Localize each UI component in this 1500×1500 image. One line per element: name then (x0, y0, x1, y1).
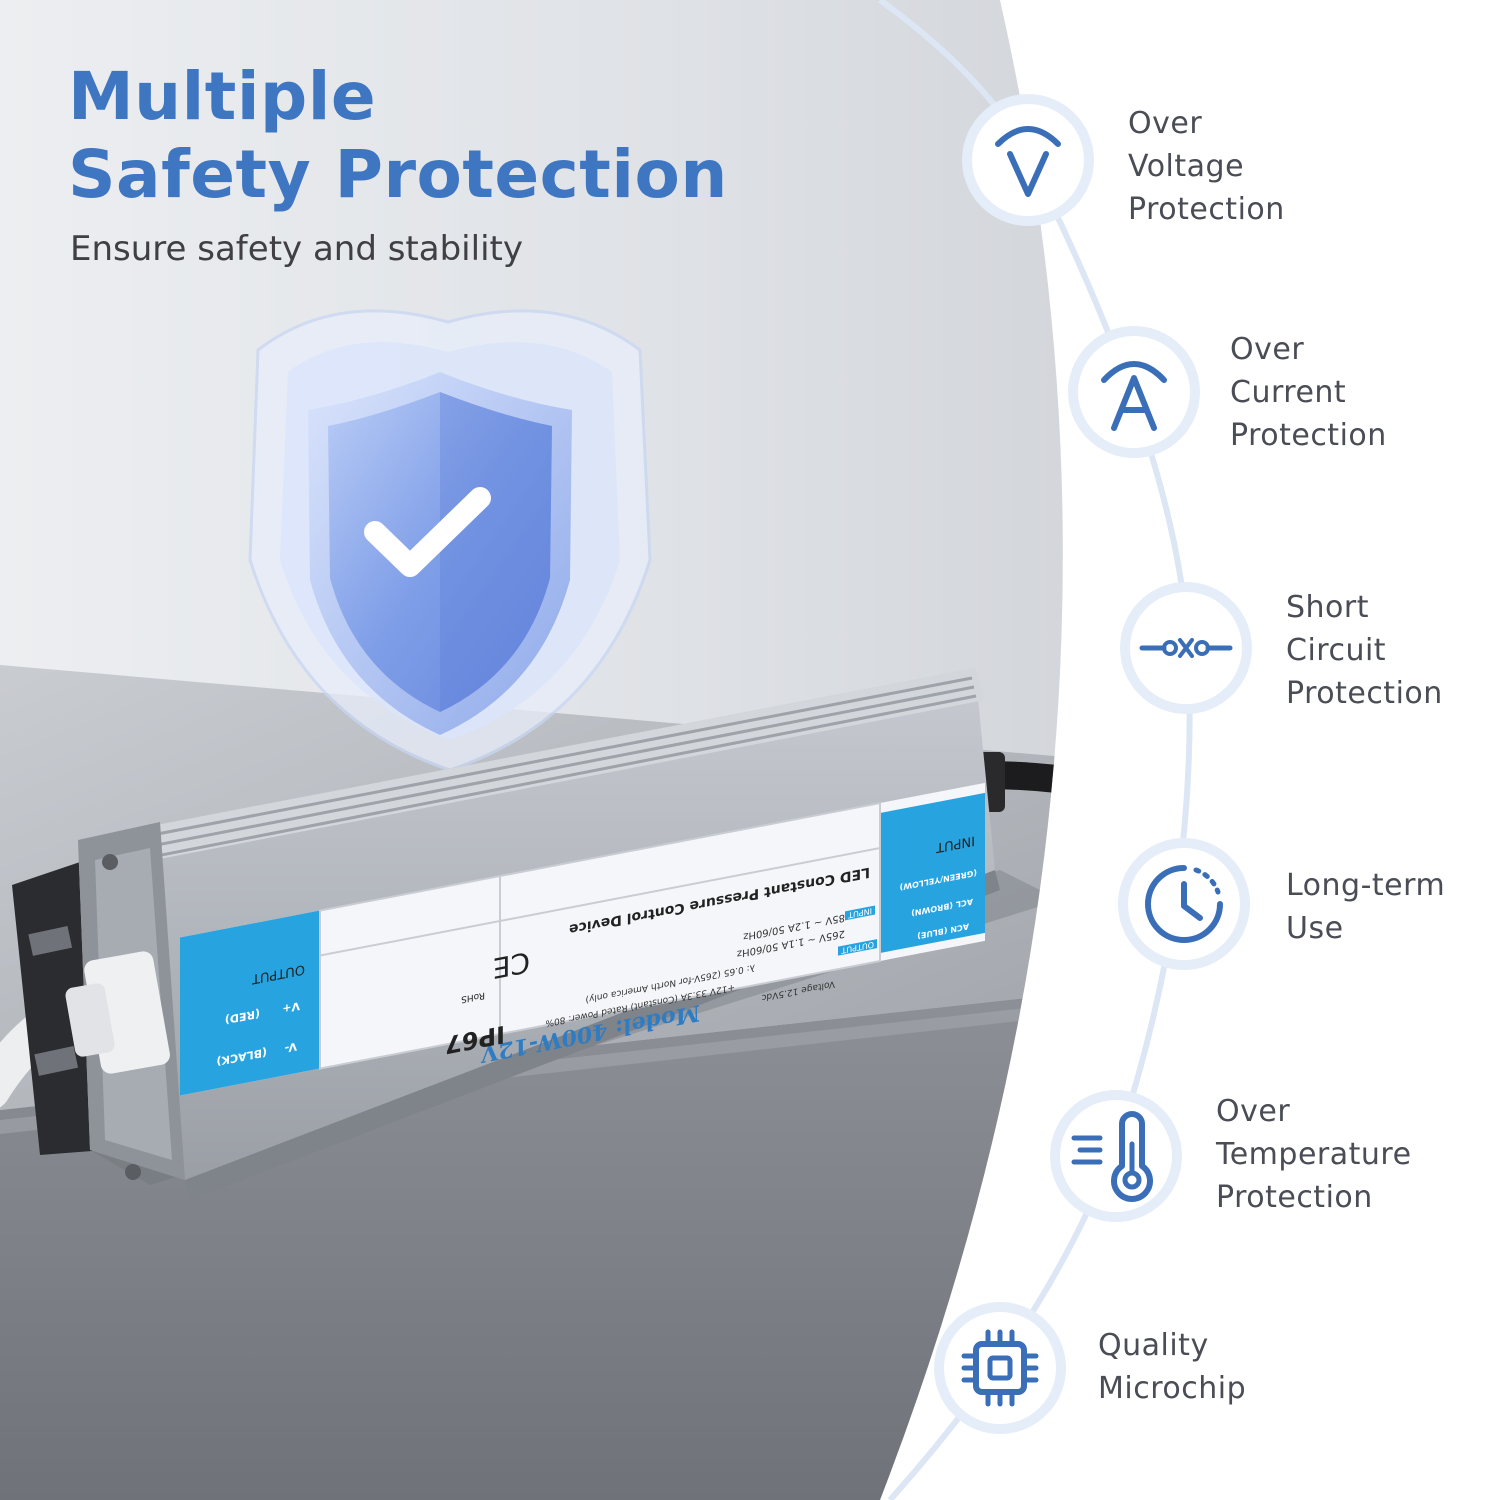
feature-long-term-circle (1118, 838, 1250, 970)
headline: Multiple Safety Protection (68, 58, 728, 214)
feature-short-circuit-circle (1120, 582, 1252, 714)
feature-current-label: Over Current Protection (1230, 332, 1387, 453)
voltage-v-icon (995, 126, 1061, 197)
microchip-icon (961, 1329, 1039, 1407)
headline-line-2: Safety Protection (68, 136, 728, 213)
thermometer-icon (1071, 1111, 1153, 1202)
headline-line-1: Multiple (68, 58, 377, 135)
subtitle: Ensure safety and stability (70, 229, 523, 269)
feature-voltage-circle (962, 94, 1094, 226)
current-a-icon (1101, 361, 1167, 431)
feature-temperature-circle (1050, 1090, 1182, 1222)
short-circuit-icon (1139, 638, 1233, 658)
feature-microchip-circle (934, 1302, 1066, 1434)
feature-microchip-label: Quality Microchip (1098, 1328, 1247, 1406)
feature-short-circuit-label: Short Circuit Protection (1286, 590, 1443, 711)
feature-temperature-label: Over Temperature Protection (1216, 1094, 1412, 1215)
feature-long-term-label: Long-term Use (1286, 868, 1446, 946)
clock-icon (1145, 865, 1223, 943)
feature-current-circle (1068, 326, 1200, 458)
feature-voltage-label: Over Voltage Protection (1128, 106, 1285, 227)
